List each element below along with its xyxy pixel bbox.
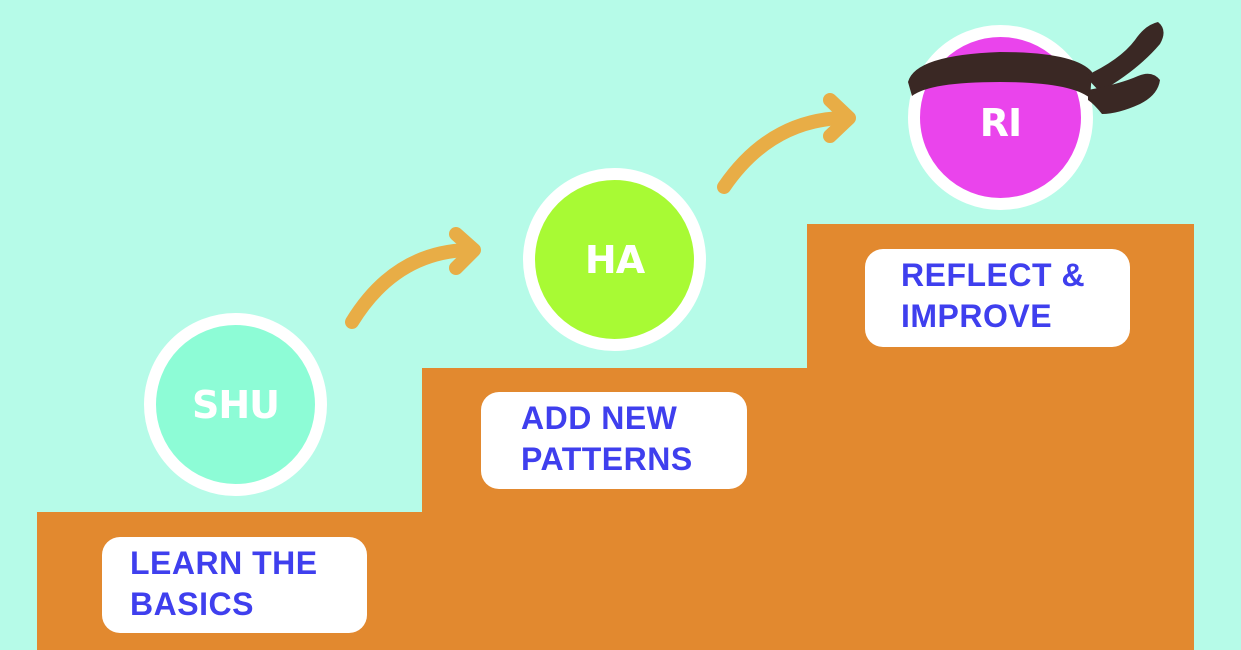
curved-arrow-icon xyxy=(717,93,856,194)
ha-label-line-2: PATTERNS xyxy=(521,441,693,477)
shu-label-line-1: LEARN THE xyxy=(130,545,318,581)
ha-label: ADD NEW PATTERNS xyxy=(481,392,747,489)
shu-label-line-2: BASICS xyxy=(130,586,254,622)
ri-circle-text: RI xyxy=(979,100,1022,145)
ha-circle-text: HA xyxy=(584,237,645,282)
ha-label-line-1: ADD NEW xyxy=(521,400,678,436)
ri-label-line-1: REFLECT & xyxy=(901,257,1086,293)
ri-label: REFLECT & IMPROVE xyxy=(865,249,1130,347)
ri-label-line-2: IMPROVE xyxy=(901,298,1053,334)
shu-label: LEARN THE BASICS xyxy=(102,537,367,633)
shu-circle-text: SHU xyxy=(191,382,280,427)
curved-arrow-icon xyxy=(345,227,481,329)
